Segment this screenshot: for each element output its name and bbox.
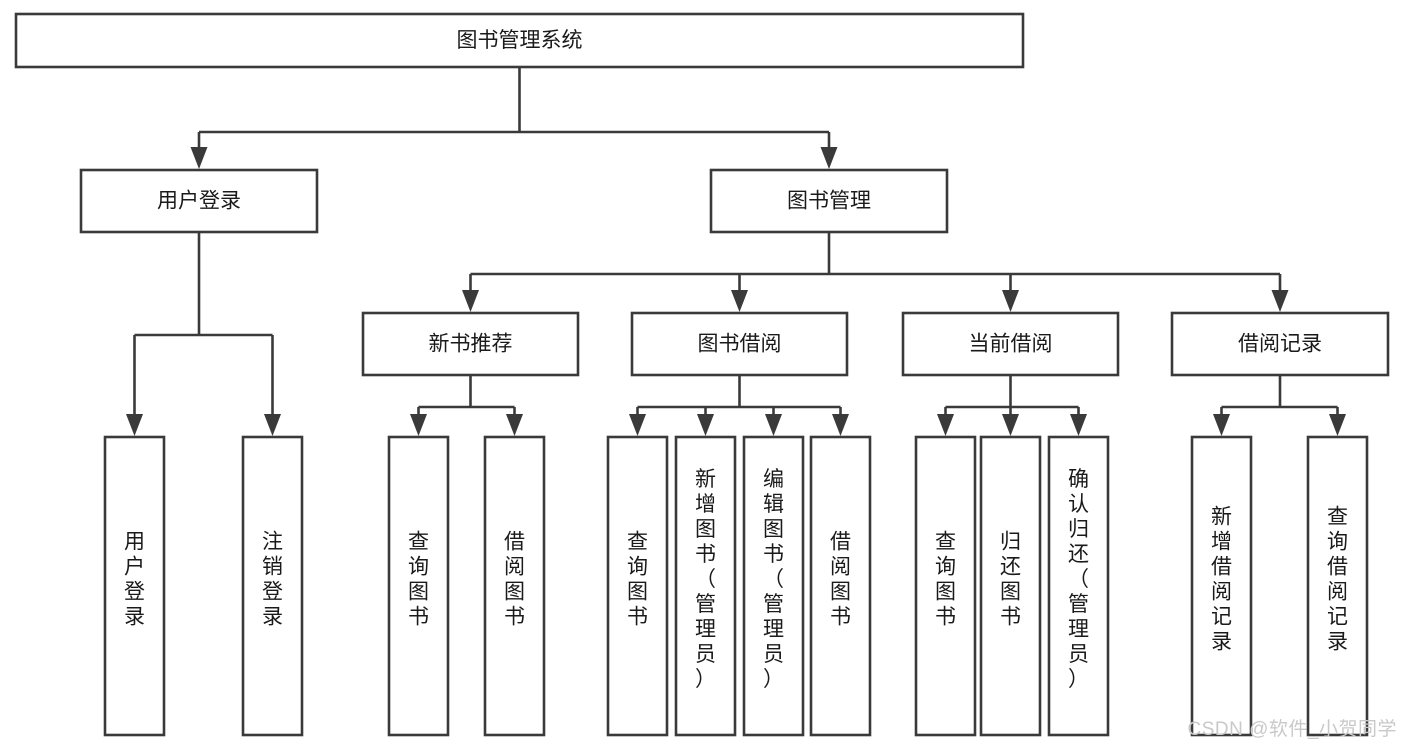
- edge-arrowhead: [1213, 414, 1230, 436]
- node-label: 图书管理系统: [457, 29, 583, 52]
- node-label: 图书借阅: [698, 333, 782, 356]
- node-label: 当前借阅: [969, 333, 1053, 356]
- node-box: [674, 435, 737, 737]
- node-leaf-return-book[interactable]: 归还图书: [979, 435, 1042, 737]
- node-box: [103, 435, 166, 737]
- node-label: 新增图书（管理员）: [695, 468, 716, 691]
- node-box: [79, 168, 319, 234]
- edge-arrowhead: [1070, 414, 1087, 436]
- nodes-layer: 图书管理系统用户登录图书管理新书推荐图书借阅当前借阅借阅记录用户登录注销登录查询…: [14, 12, 1390, 737]
- node-label: 归还图书: [1000, 531, 1021, 629]
- node-box: [630, 311, 849, 377]
- node-box: [1047, 435, 1110, 737]
- node-label: 新增借阅记录: [1211, 506, 1232, 654]
- node-leaf-add-record[interactable]: 新增借阅记录: [1190, 435, 1253, 737]
- node-box: [241, 435, 304, 737]
- node-leaf-query-record[interactable]: 查询借阅记录: [1306, 435, 1369, 737]
- edge-arrowhead: [1002, 290, 1019, 312]
- node-label: 查询借阅记录: [1327, 506, 1348, 654]
- node-box: [914, 435, 977, 737]
- node-leaf-query-book-rec[interactable]: 查询图书: [387, 435, 450, 737]
- node-label: 用户登录: [157, 190, 241, 213]
- edge-arrowhead: [126, 414, 143, 436]
- node-label: 注销登录: [262, 531, 283, 629]
- node-box: [809, 435, 872, 737]
- node-current-borrow[interactable]: 当前借阅: [901, 311, 1120, 377]
- node-root[interactable]: 图书管理系统: [14, 12, 1025, 69]
- node-label: 编辑图书（管理员）: [763, 468, 784, 691]
- node-label: 借阅记录: [1238, 333, 1322, 356]
- node-leaf-confirm-return[interactable]: 确认归还（管理员）: [1047, 435, 1110, 737]
- node-label: 查询图书: [627, 531, 648, 629]
- node-box: [979, 435, 1042, 737]
- node-book-borrow[interactable]: 图书借阅: [630, 311, 849, 377]
- node-user-login[interactable]: 用户登录: [79, 168, 319, 234]
- node-box: [1190, 435, 1253, 737]
- node-label: 图书管理: [787, 190, 871, 213]
- node-box: [14, 12, 1025, 69]
- node-box: [709, 168, 949, 234]
- edge-arrowhead: [506, 414, 523, 436]
- node-box: [606, 435, 669, 737]
- node-leaf-borrow-book-rec[interactable]: 借阅图书: [483, 435, 546, 737]
- node-box: [361, 311, 580, 377]
- edge-arrowhead: [410, 414, 427, 436]
- edge-arrowhead: [820, 147, 838, 169]
- node-box: [901, 311, 1120, 377]
- node-box: [483, 435, 546, 737]
- node-book-manage[interactable]: 图书管理: [709, 168, 949, 234]
- node-box: [1170, 311, 1390, 377]
- node-label: 确认归还（管理员）: [1068, 468, 1089, 691]
- node-box: [387, 435, 450, 737]
- edge-arrowhead: [1329, 414, 1346, 436]
- node-leaf-logout[interactable]: 注销登录: [241, 435, 304, 737]
- edge-arrowhead: [832, 414, 849, 436]
- edge-arrowhead: [697, 414, 714, 436]
- node-leaf-query-book-cur[interactable]: 查询图书: [914, 435, 977, 737]
- edge-arrowhead: [765, 414, 782, 436]
- edge-arrowhead: [190, 147, 208, 169]
- node-label: 借阅图书: [830, 531, 851, 629]
- node-label: 用户登录: [124, 531, 145, 629]
- node-label: 查询图书: [408, 531, 429, 629]
- edges-layer: [126, 67, 1346, 436]
- edge-arrowhead: [1271, 290, 1289, 312]
- node-leaf-query-book[interactable]: 查询图书: [606, 435, 669, 737]
- node-new-book-recommend[interactable]: 新书推荐: [361, 311, 580, 377]
- node-label: 新书推荐: [429, 333, 513, 356]
- node-box: [1306, 435, 1369, 737]
- node-leaf-edit-book[interactable]: 编辑图书（管理员）: [742, 435, 805, 737]
- edge-arrowhead: [937, 414, 954, 436]
- node-leaf-add-book[interactable]: 新增图书（管理员）: [674, 435, 737, 737]
- edge-arrowhead: [731, 290, 748, 312]
- edge-arrowhead: [264, 414, 281, 436]
- edge-arrowhead: [629, 414, 646, 436]
- node-borrow-record[interactable]: 借阅记录: [1170, 311, 1390, 377]
- node-label: 借阅图书: [504, 531, 525, 629]
- node-box: [742, 435, 805, 737]
- node-leaf-user-login[interactable]: 用户登录: [103, 435, 166, 737]
- edge-arrowhead: [1002, 414, 1019, 436]
- node-label: 查询图书: [935, 531, 956, 629]
- node-leaf-borrow-book[interactable]: 借阅图书: [809, 435, 872, 737]
- edge-arrowhead: [462, 290, 479, 312]
